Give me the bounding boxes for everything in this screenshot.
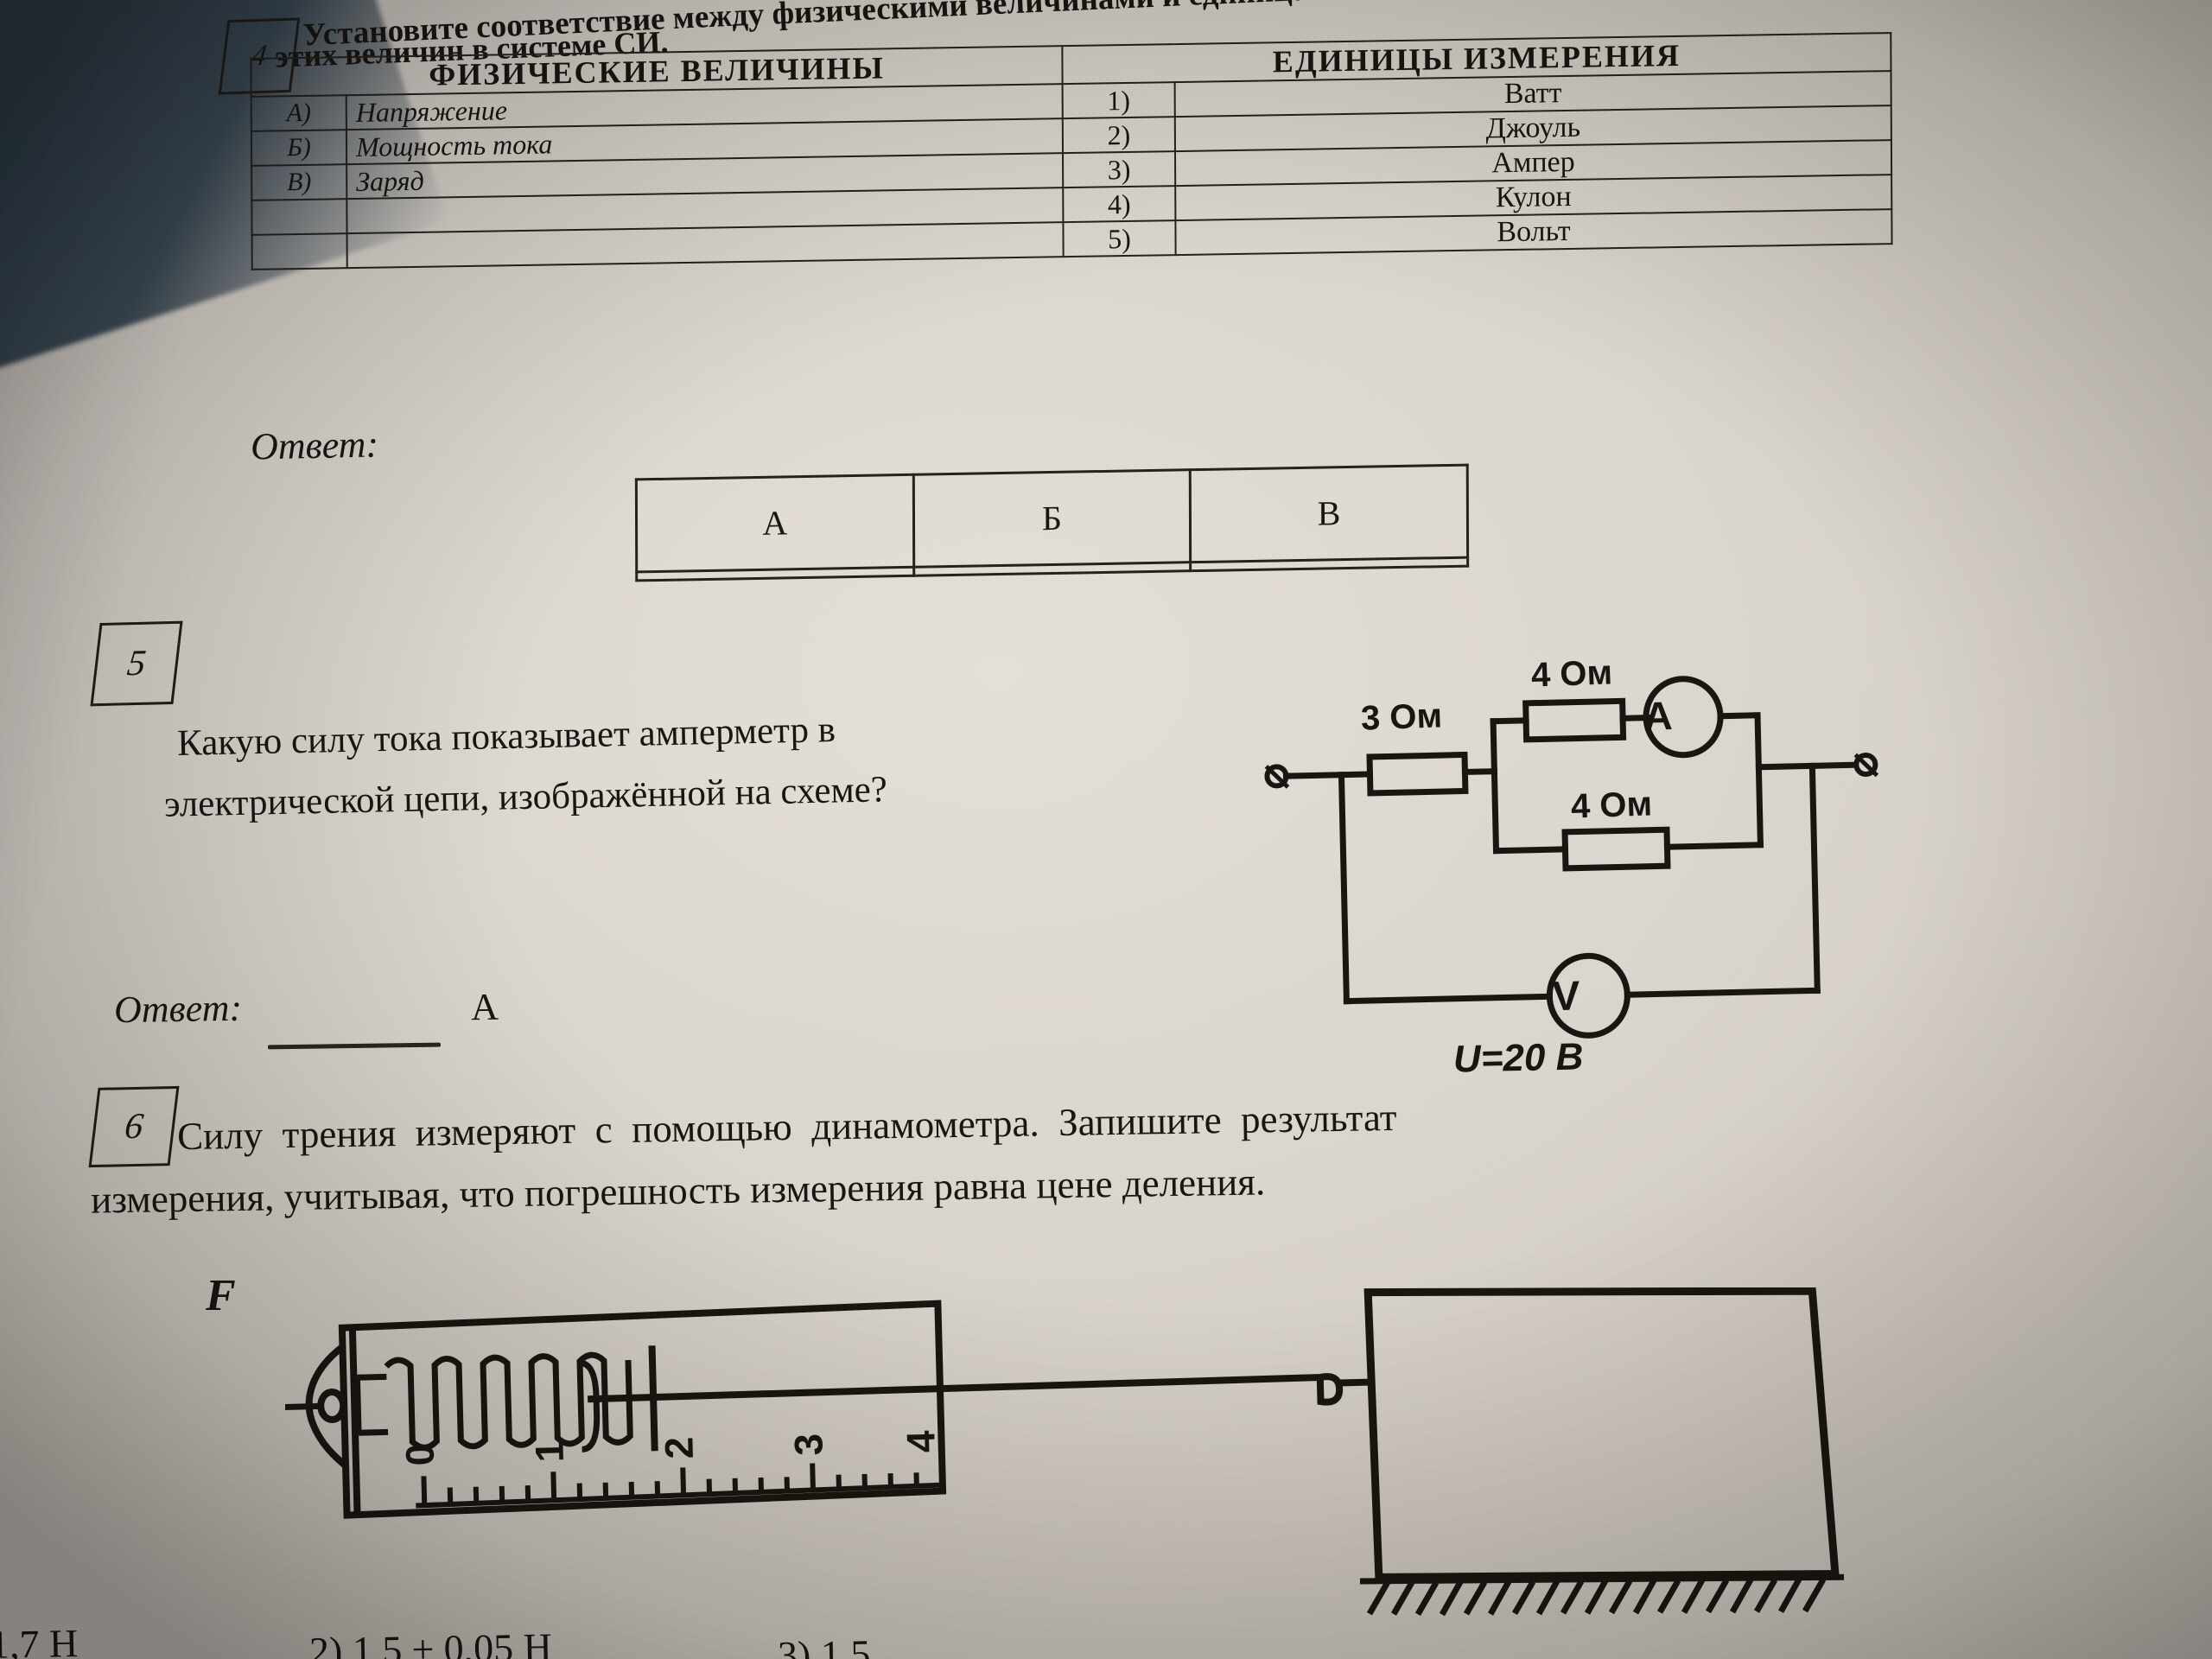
pointer-needle xyxy=(648,1345,658,1452)
scale-label-2: 2 xyxy=(656,1436,702,1459)
quantity-key: А) xyxy=(251,95,346,131)
unit-number: 3) xyxy=(1063,151,1176,188)
resistor-4-ohm-top xyxy=(1522,697,1627,743)
dynamometer-svg: 0 1 2 3 4 xyxy=(232,1287,1845,1617)
task-5-answer-label: Ответ: xyxy=(113,986,243,1032)
resistor-4-ohm-bottom-label: 4 Ом xyxy=(1570,785,1653,826)
answer-header-b: Б xyxy=(912,469,1191,568)
measurement-scale xyxy=(416,1463,943,1509)
scale-label-0: 0 xyxy=(397,1443,442,1466)
unit-number: 4) xyxy=(1063,186,1176,223)
right-terminal-icon xyxy=(1853,752,1878,777)
dynamometer-body xyxy=(338,1300,947,1519)
unit-number: 5) xyxy=(1063,220,1176,257)
ground-hatching xyxy=(1359,1573,1845,1617)
task-4-matching-table: ФИЗИЧЕСКИЕ ВЕЛИЧИНЫ ЕДИНИЦЫ ИЗМЕРЕНИЯ А)… xyxy=(250,32,1892,270)
circuit-svg: A V xyxy=(1264,676,1879,1039)
dynamometer-figure: 0 1 2 3 4 xyxy=(206,1271,1884,1659)
scale-label-3: 3 xyxy=(785,1433,831,1456)
resistor-3-ohm-label: 3 Ом xyxy=(1360,696,1443,738)
answer-header-a: А xyxy=(636,474,914,572)
resistor-3-ohm xyxy=(1366,751,1469,797)
source-voltage-label: U=20 В xyxy=(1452,1035,1584,1081)
force-label: F xyxy=(206,1271,236,1320)
resistor-4-ohm-top-label: 4 Ом xyxy=(1530,653,1613,695)
task-4-answer-label: Ответ: xyxy=(250,423,379,468)
unit-number: 2) xyxy=(1062,117,1175,154)
option-3-fragment: 3) 1,5... xyxy=(777,1630,901,1659)
option-2-fragment: 2) 1,5 ± 0,05 Н xyxy=(308,1624,553,1659)
task-5-answer-unit: А xyxy=(470,985,499,1029)
friction-block xyxy=(1363,1287,1840,1581)
scale-label-4: 4 xyxy=(898,1430,944,1453)
voltmeter-label: V xyxy=(1552,974,1580,1020)
answer-header-v: В xyxy=(1190,465,1468,563)
unit-number: 1) xyxy=(1062,82,1175,119)
ammeter-label: A xyxy=(1643,693,1673,739)
quantity-key: В) xyxy=(251,164,347,200)
task-6-number: 6 xyxy=(122,1106,146,1147)
circuit-diagram: A V 3 Ом 4 Ом 4 Ом U=20 В xyxy=(1262,653,1936,1081)
quantity-key xyxy=(251,233,347,270)
task-6-number-badge: 6 xyxy=(88,1085,180,1168)
scale-label-1: 1 xyxy=(526,1440,572,1463)
option-1-fragment: 1,7 Н xyxy=(0,1621,79,1659)
quantity-key: Б) xyxy=(251,130,347,166)
task-5-number-badge: 5 xyxy=(90,620,183,707)
answer-header-row: А Б В xyxy=(636,465,1468,572)
task-5-number: 5 xyxy=(124,643,149,684)
task-4-answer-table[interactable]: А Б В xyxy=(635,464,1469,582)
resistor-4-ohm-bottom xyxy=(1561,826,1671,872)
quantity-key xyxy=(251,199,347,235)
